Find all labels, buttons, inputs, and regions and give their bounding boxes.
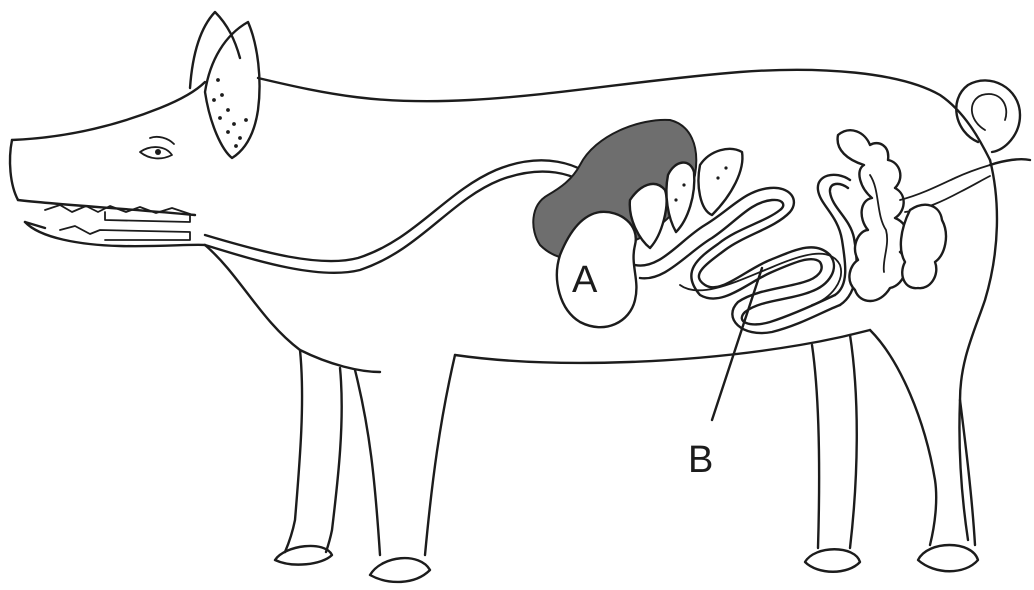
pig-front-leg-right (355, 355, 455, 582)
large-intestine (818, 130, 990, 305)
pig-head (10, 82, 205, 246)
pig-hind-leg-right (870, 330, 978, 571)
pig-hind-leg-left (805, 335, 860, 572)
label-a: A (572, 259, 598, 301)
label-b: B (688, 439, 713, 481)
pig-front-leg-left (275, 350, 342, 565)
